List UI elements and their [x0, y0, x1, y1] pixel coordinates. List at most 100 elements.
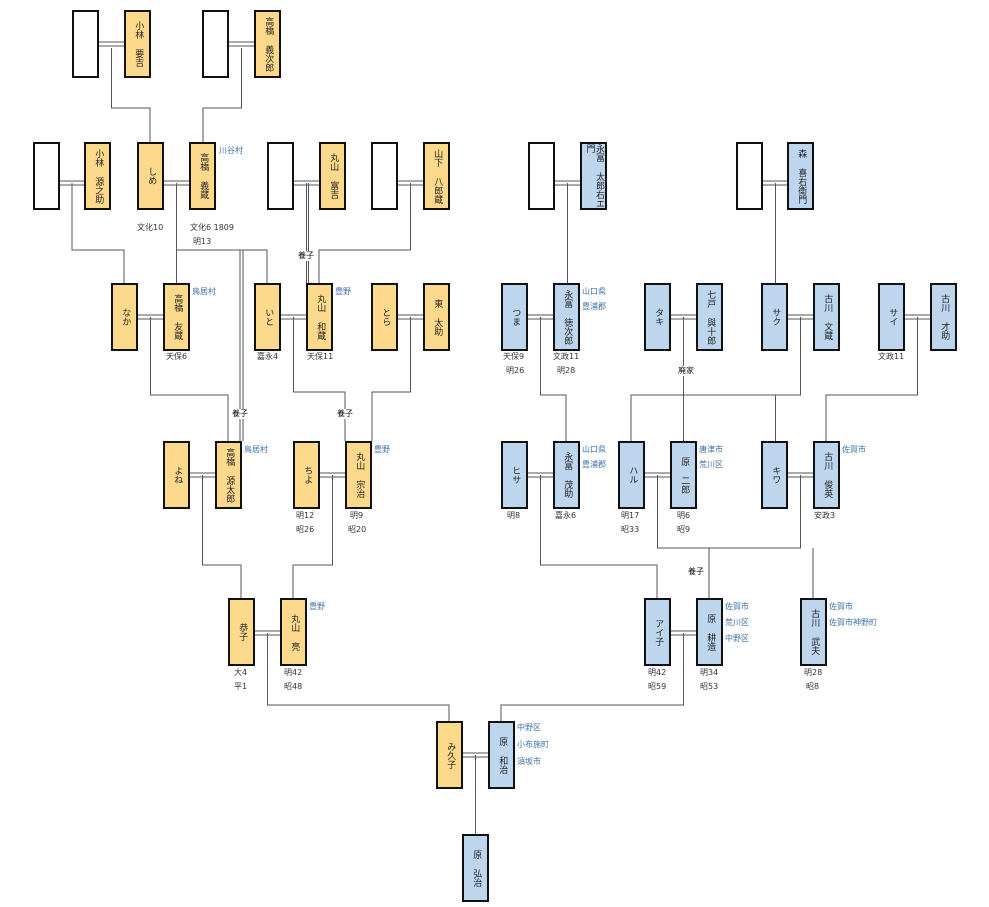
- person-nagatomi-tarouemon[interactable]: 永冨 太郎右エ門: [580, 142, 607, 210]
- person-tsuma[interactable]: つま: [501, 283, 528, 351]
- place-label: 佐賀市: [829, 602, 853, 611]
- unknown-person-box[interactable]: [202, 10, 229, 78]
- person-maruyama-munekiyo[interactable]: 丸山 宗治: [345, 441, 372, 509]
- person-kobayashi-yokichi[interactable]: 小林 要吉: [124, 10, 151, 78]
- place-label: 中野区: [517, 723, 541, 732]
- person-aiko[interactable]: アイ子: [644, 598, 671, 666]
- descent-line: [500, 633, 684, 721]
- person-name: サイ: [887, 308, 898, 326]
- person-furukawa-bunzo[interactable]: 古川 文蔵: [813, 283, 840, 351]
- unknown-person-box[interactable]: [267, 142, 294, 210]
- unknown-person-box[interactable]: [528, 142, 555, 210]
- person-name: 高橋 友蔵: [172, 294, 183, 340]
- descent-line: [202, 475, 242, 598]
- person-hara-kozo[interactable]: 原 耕造: [696, 598, 723, 666]
- death-date-label: 昭48: [284, 682, 303, 691]
- person-nagatomi-shigesuke[interactable]: 永冨 茂助: [553, 441, 580, 509]
- birth-date-label: 明42: [284, 668, 303, 677]
- person-name: 東 太助: [432, 298, 443, 336]
- person-name: 原 二郎: [679, 456, 690, 494]
- person-ito[interactable]: いと: [254, 283, 281, 351]
- place-label: 佐賀市: [725, 602, 749, 611]
- descent-line: [657, 475, 710, 598]
- descent-line: [71, 183, 125, 283]
- person-furukawa-takeo[interactable]: 古川 武夫: [800, 598, 827, 666]
- person-takahashi-tomozo[interactable]: 高橋 友蔵: [163, 283, 190, 351]
- place-label: 豊野: [309, 602, 325, 611]
- birth-date-label: 安政3: [814, 511, 836, 520]
- place-label: 須坂市: [517, 757, 541, 766]
- person-shichinohe-yojuro[interactable]: 七戸 與十郎: [696, 283, 723, 351]
- person-yamashita-hachirozo[interactable]: 山下 八郎蔵: [423, 142, 450, 210]
- person-furukawa-osuke[interactable]: 古川 才助: [930, 283, 957, 351]
- person-name: 丸山 宗治: [354, 452, 365, 498]
- person-takahashi-gijiro[interactable]: 高橋 義次郎: [254, 10, 281, 78]
- person-name: 原 耕造: [705, 613, 716, 651]
- person-hisa[interactable]: ヒサ: [501, 441, 528, 509]
- birth-date-label: 明6: [677, 511, 691, 520]
- person-higashi-tasuke[interactable]: 東 太助: [423, 283, 450, 351]
- person-takahashi-gizo[interactable]: 高橋 義蔵: [189, 142, 216, 210]
- adoption-label: 養子: [231, 409, 249, 419]
- person-name: いと: [263, 308, 274, 326]
- birth-date-label: 明12: [296, 511, 315, 520]
- person-name: タキ: [653, 308, 664, 326]
- person-sai[interactable]: サイ: [878, 283, 905, 351]
- death-date-label: 昭9: [677, 525, 691, 534]
- person-maruyama-wazo[interactable]: 丸山 和蔵: [306, 283, 333, 351]
- person-name: 永冨 太郎右エ門: [584, 144, 604, 208]
- person-furukawa-toshihide[interactable]: 古川 俊英: [813, 441, 840, 509]
- descent-line: [318, 183, 411, 283]
- unknown-person-box[interactable]: [33, 142, 60, 210]
- person-kyoko[interactable]: 恭子: [228, 598, 255, 666]
- birth-date-label: 明42: [648, 668, 667, 677]
- person-saku[interactable]: サク: [761, 283, 788, 351]
- person-kobayashi-genosuke[interactable]: 小林 源之助: [84, 142, 111, 210]
- person-taki[interactable]: タキ: [644, 283, 671, 351]
- person-mori-kiemon[interactable]: 森 喜右衛門: [787, 142, 814, 210]
- person-nagatomi-tokujiro[interactable]: 永冨 徳次郎: [553, 283, 580, 351]
- person-minako[interactable]: み久子: [436, 721, 463, 789]
- person-name: 永冨 徳次郎: [562, 289, 573, 345]
- adoption-label: 養子: [297, 251, 315, 261]
- person-haru[interactable]: ハル: [618, 441, 645, 509]
- person-yone[interactable]: よね: [163, 441, 190, 509]
- death-date-label: 昭33: [621, 525, 640, 534]
- birth-date-label: 明28: [804, 668, 823, 677]
- person-chiyo[interactable]: ちよ: [293, 441, 320, 509]
- place-label: 荒川区: [725, 618, 749, 627]
- unknown-person-box[interactable]: [736, 142, 763, 210]
- person-kiwa[interactable]: キワ: [761, 441, 788, 509]
- person-name: 古川 武夫: [809, 609, 820, 655]
- death-date-label: 明13: [193, 237, 212, 246]
- descent-line: [709, 475, 801, 549]
- person-name: 古川 俊英: [822, 452, 833, 498]
- person-name: 古川 才助: [939, 294, 950, 340]
- person-hara-jiro[interactable]: 原 二郎: [670, 441, 697, 509]
- person-naka[interactable]: なか: [111, 283, 138, 351]
- death-date-label: 昭20: [348, 525, 367, 534]
- person-tora[interactable]: とら: [371, 283, 398, 351]
- person-maruyama-ko[interactable]: 丸山 亮: [280, 598, 307, 666]
- person-takahashi-gentaro[interactable]: 高橋 源太郎: [215, 441, 242, 509]
- descent-line: [371, 317, 411, 441]
- birth-date-label: 天保6: [166, 352, 188, 361]
- person-name: なか: [120, 308, 131, 326]
- person-hara-kazuharu[interactable]: 原 和治: [488, 721, 515, 789]
- birth-date-label: 文政11: [553, 352, 580, 361]
- unknown-person-box[interactable]: [72, 10, 99, 78]
- person-name: とら: [380, 308, 391, 326]
- person-hara-hiroharu[interactable]: 原 弘治: [462, 834, 489, 902]
- unknown-person-box[interactable]: [371, 142, 398, 210]
- adoption-label: 養子: [336, 409, 354, 419]
- descent-line: [631, 317, 801, 396]
- person-shime[interactable]: しめ: [137, 142, 164, 210]
- place-label: 豊野: [335, 287, 351, 296]
- place-label: 豊浦郡: [582, 302, 606, 311]
- person-maruyama-tomikichi[interactable]: 丸山 富吉: [319, 142, 346, 210]
- place-label: 豊野: [374, 445, 390, 454]
- place-label: 山口県: [582, 445, 606, 454]
- person-name: サク: [770, 308, 781, 326]
- birth-date-label: 天保11: [307, 352, 334, 361]
